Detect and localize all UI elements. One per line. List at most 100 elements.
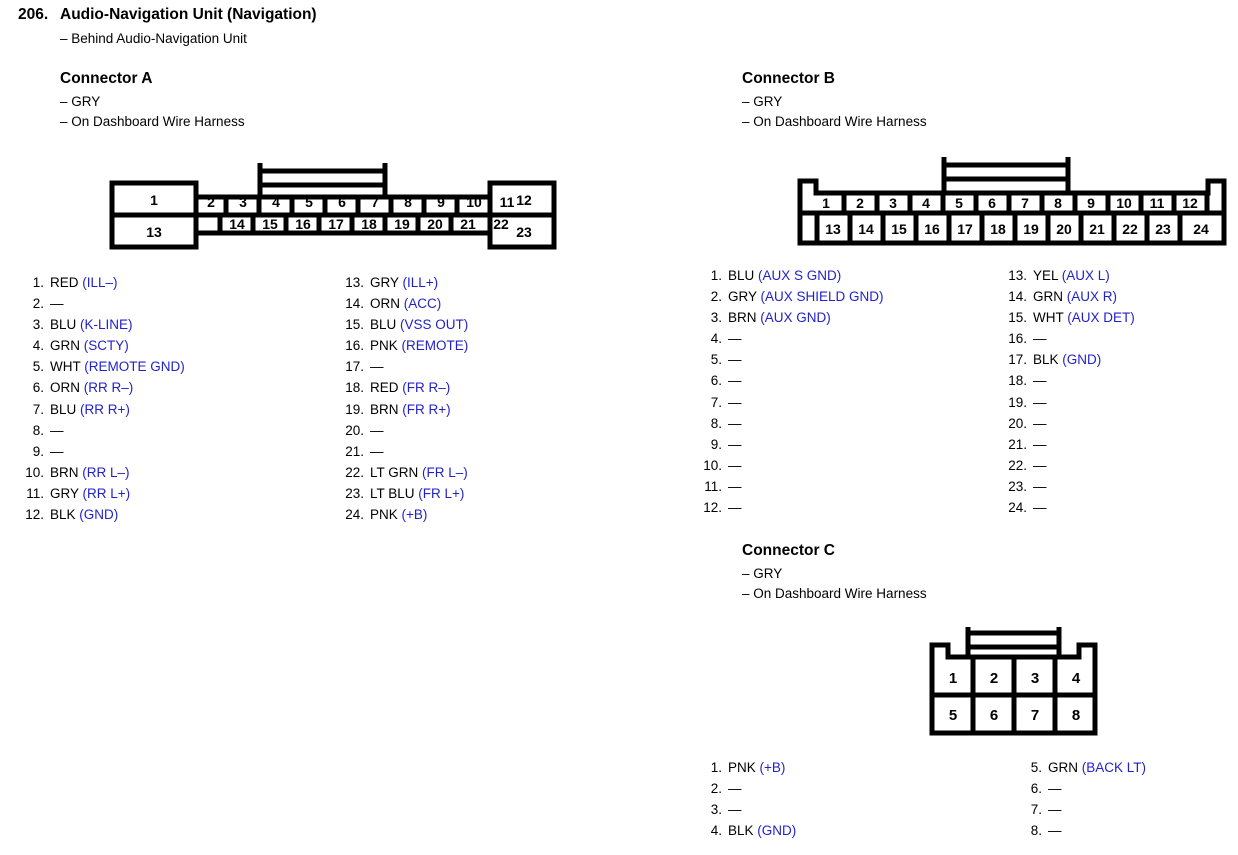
- pin-signal-name: (REMOTE): [401, 338, 469, 354]
- section-number: 206.: [18, 6, 49, 23]
- pin-empty-dash: —: [50, 422, 64, 438]
- svg-text:12: 12: [1182, 195, 1198, 211]
- pin-number: 20.: [1008, 415, 1027, 431]
- pin-number: 5.: [1030, 760, 1042, 775]
- svg-text:5: 5: [949, 707, 957, 724]
- pin-number: 12.: [703, 500, 722, 516]
- connector-c-color: – GRY: [742, 566, 783, 581]
- pin-signal-name: (K-LINE): [80, 317, 133, 333]
- pin-row: 6. ORN (RR R–): [18, 377, 338, 398]
- svg-text:21: 21: [460, 216, 476, 232]
- svg-text:4: 4: [272, 194, 280, 210]
- svg-text:9: 9: [1087, 195, 1095, 211]
- pin-empty-dash: —: [1033, 373, 1047, 389]
- pin-empty-dash: —: [728, 781, 742, 797]
- pin-row: 12.BLK (GND): [18, 504, 338, 525]
- pin-empty-dash: —: [1033, 436, 1047, 452]
- pin-signal-name: (ILL–): [82, 275, 118, 290]
- pin-signal-name: (AUX R): [1066, 289, 1117, 305]
- pin-row: 20.—: [338, 420, 468, 441]
- pin-row: 9.—: [18, 441, 338, 462]
- pin-empty-dash: —: [728, 802, 742, 818]
- pin-signal-name: (ACC): [403, 296, 442, 312]
- pin-row: 8. —: [18, 420, 338, 441]
- pin-number: 24.: [345, 507, 364, 523]
- connector-a-pinlist: 1.RED (ILL–)2.—3.BLU (K-LINE)4.GRN (SCTY…: [18, 272, 678, 525]
- pin-number: 3.: [32, 317, 44, 333]
- pin-row: 6.—: [696, 370, 1001, 391]
- pin-signal-name: (REMOTE GND): [84, 359, 185, 375]
- pin-row: 1.RED (ILL–): [18, 272, 338, 293]
- svg-text:20: 20: [427, 216, 443, 232]
- pin-row: 11.—: [696, 476, 1001, 497]
- pin-number: 6.: [1030, 781, 1042, 797]
- pin-signal-name: (RR R+): [80, 401, 130, 417]
- pin-wire-color: GRY (RR L+): [50, 485, 131, 501]
- svg-text:8: 8: [1054, 195, 1062, 211]
- pin-row: 19.—: [1001, 392, 1135, 413]
- pin-wire-color: BRN (RR L–): [50, 464, 130, 480]
- pin-row: 21. —: [338, 441, 468, 462]
- connector-a-heading: Connector A: [60, 70, 153, 87]
- pin-number: 10.: [703, 457, 722, 473]
- pin-empty-dash: —: [1033, 331, 1047, 347]
- pin-signal-name: (AUX GND): [760, 310, 831, 326]
- pin-empty-dash: —: [728, 373, 742, 389]
- pin-number: 8.: [32, 422, 44, 438]
- pin-empty-dash: —: [370, 443, 384, 459]
- pin-number: 16.: [345, 338, 364, 354]
- svg-text:22: 22: [1122, 221, 1138, 237]
- connector-a-svg: 1 2 3 4 5 6 7 8 9 10 11 12 13 14 15 16 1…: [109, 163, 557, 250]
- pin-row: 1.BLU (AUX S GND): [696, 265, 1001, 286]
- pin-empty-dash: —: [370, 359, 384, 375]
- pin-number: 5.: [32, 359, 44, 375]
- pin-wire-color: ORN (RR R–): [50, 380, 134, 396]
- svg-text:17: 17: [957, 221, 973, 237]
- pin-row: 15. WHT (AUX DET): [1001, 307, 1135, 328]
- pin-signal-name: (RR R–): [83, 380, 134, 396]
- connector-c-heading: Connector C: [742, 542, 835, 559]
- pin-wire-color: WHT (AUX DET): [1033, 310, 1135, 326]
- pin-row: 20.—: [1001, 413, 1135, 434]
- pin-row: 4.—: [696, 328, 1001, 349]
- pin-wire-color: YEL (AUX L): [1033, 268, 1110, 283]
- pin-number: 22.: [1008, 457, 1027, 473]
- pin-row: 18.—: [1001, 370, 1135, 391]
- pin-empty-dash: —: [1033, 478, 1047, 494]
- pin-wire-color: BRN (AUX GND): [728, 310, 831, 326]
- pin-wire-color: RED (FR R–): [370, 380, 451, 396]
- svg-text:4: 4: [1072, 670, 1081, 687]
- svg-text:6: 6: [988, 195, 996, 211]
- pin-row: 18. RED (FR R–): [338, 377, 468, 398]
- svg-text:11: 11: [1150, 195, 1165, 211]
- pin-number: 12.: [25, 507, 44, 523]
- pin-row: 23.LT BLU (FR L+): [338, 483, 468, 504]
- pin-wire-color: PNK (+B): [370, 507, 428, 523]
- pin-empty-dash: —: [1048, 781, 1062, 797]
- pin-number: 15.: [1008, 310, 1027, 326]
- svg-text:10: 10: [466, 194, 482, 210]
- pin-wire-color: BLU (K-LINE): [50, 317, 133, 333]
- pin-number: 18.: [345, 380, 364, 396]
- pin-number: 3.: [710, 310, 722, 326]
- pin-wire-color: LT GRN (FR L–): [370, 464, 468, 480]
- connector-c-pins-left: 1.PNK (+B)2.—3.—4.BLK (GND): [696, 757, 1016, 841]
- pin-row: 24.—: [1001, 497, 1135, 518]
- pin-row: 5.—: [696, 349, 1001, 370]
- pin-number: 6.: [32, 380, 44, 396]
- pin-row: 11.GRY (RR L+): [18, 483, 338, 504]
- pin-signal-name: (+B): [401, 507, 428, 523]
- pin-number: 21.: [345, 443, 364, 459]
- pin-number: 7.: [1030, 802, 1042, 818]
- connector-c-harness: – On Dashboard Wire Harness: [742, 586, 927, 601]
- svg-text:17: 17: [328, 216, 344, 232]
- pin-wire-color: GRN (AUX R): [1033, 289, 1117, 305]
- pin-number: 5.: [710, 352, 722, 368]
- svg-text:3: 3: [1031, 670, 1039, 687]
- pin-row: 12.—: [696, 497, 1001, 518]
- pin-row: 2.—: [696, 778, 1016, 799]
- connector-b-diagram: 1 2 3 4 5 6 7 8 9 10 11 12 13 14 15 16 1…: [796, 151, 1232, 251]
- pin-wire-color: RED (ILL–): [50, 275, 118, 290]
- svg-text:15: 15: [891, 221, 907, 237]
- pin-empty-dash: —: [1048, 802, 1062, 818]
